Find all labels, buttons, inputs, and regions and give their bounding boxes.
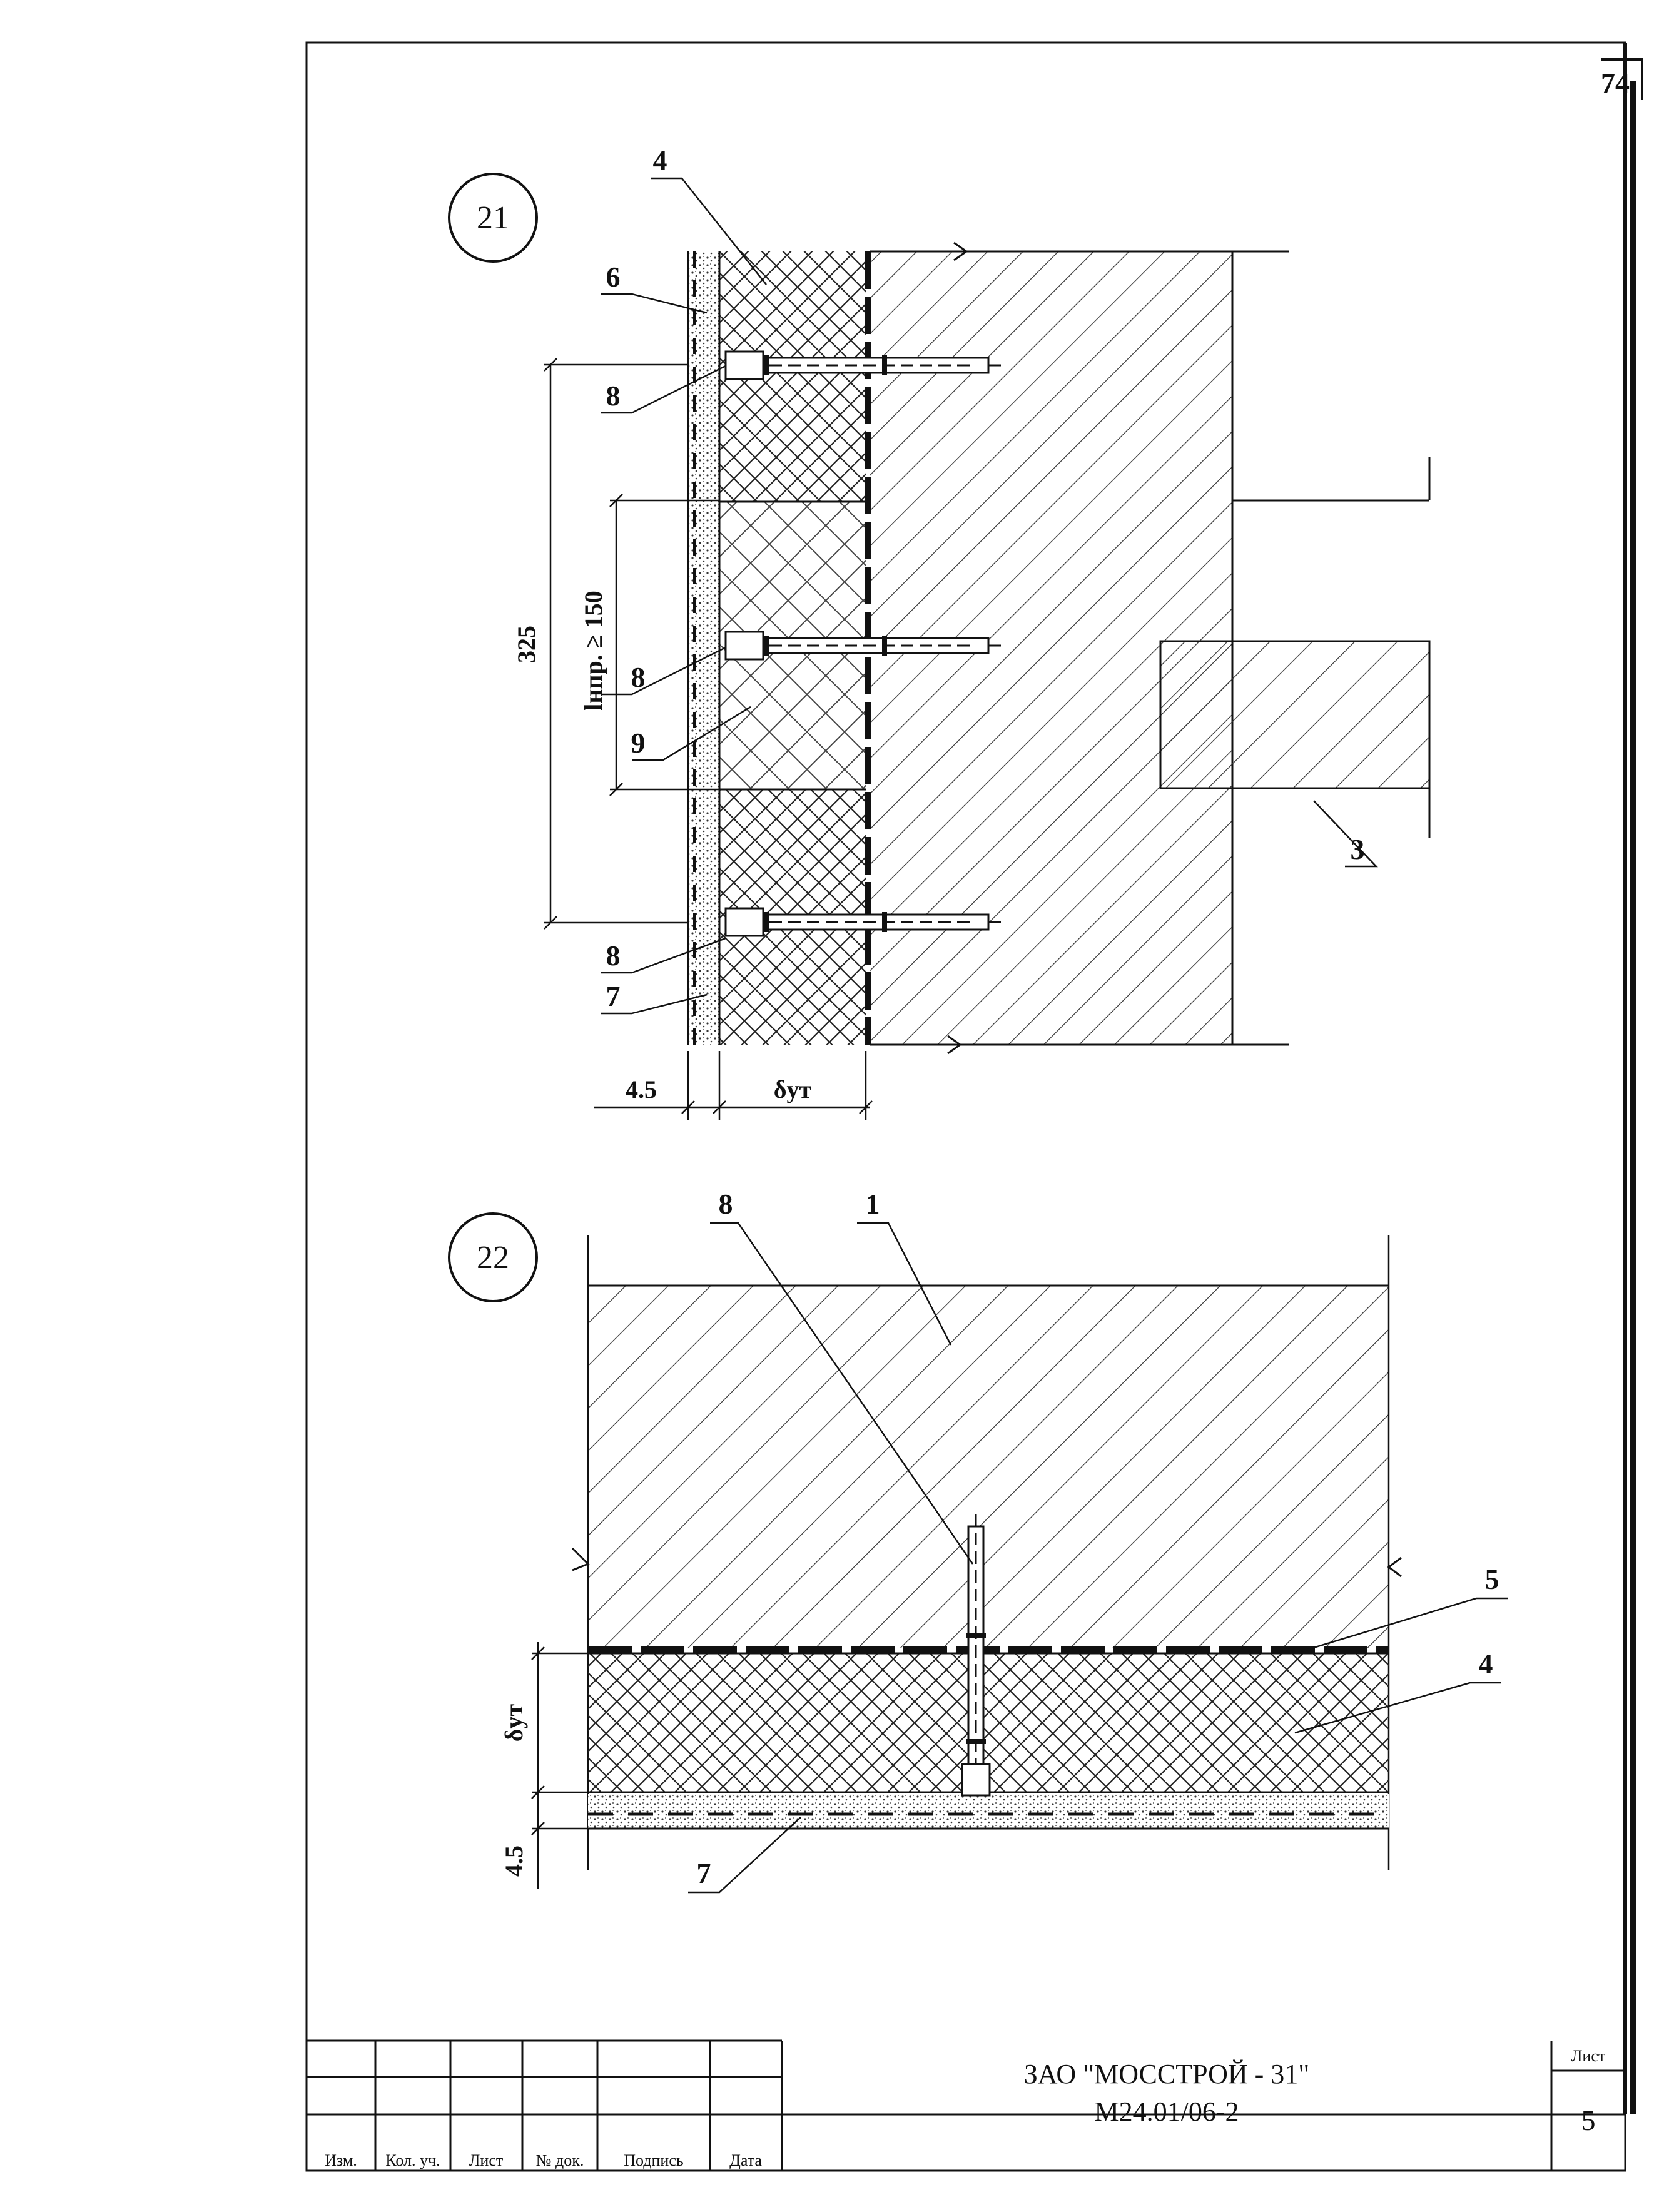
detail-21-marker xyxy=(448,173,538,263)
sheet-label: Лист xyxy=(1571,2047,1605,2065)
label-21-8b: 8 xyxy=(631,661,646,693)
label-21-3: 3 xyxy=(1351,833,1365,865)
col-kol-uch: Кол. уч. xyxy=(385,2151,440,2169)
dim-overlap: lнпр. ≥ 150 xyxy=(579,591,607,710)
detail-22-number: 22 xyxy=(477,1240,509,1276)
label-22-5: 5 xyxy=(1485,1563,1499,1595)
anchor-bottom xyxy=(724,907,1001,937)
label-21-6: 6 xyxy=(606,261,621,293)
leader-lines-22 xyxy=(688,1222,1508,1894)
sheet-frame xyxy=(305,41,1643,2172)
dim-plaster-22: 4.5 xyxy=(500,1845,528,1877)
col-doc-number: № док. xyxy=(536,2151,584,2169)
dim-plaster-21: 4.5 xyxy=(626,1075,657,1103)
plaster-layer-22 xyxy=(588,1794,1389,1830)
anchor-top xyxy=(724,350,1001,380)
col-izm: Изм. xyxy=(325,2151,357,2169)
label-22-8: 8 xyxy=(719,1188,733,1220)
label-21-8a: 8 xyxy=(606,380,621,412)
document-code: М24.01/06-2 xyxy=(1095,2096,1239,2127)
label-21-8c: 8 xyxy=(606,940,621,972)
detail-21-number: 21 xyxy=(477,200,509,236)
col-list: Лист xyxy=(469,2151,503,2169)
anchor-22 xyxy=(961,1514,991,1797)
title-block-columns: Изм. Кол. уч. Лист № док. Подпись Дата xyxy=(325,2151,762,2169)
label-22-1: 1 xyxy=(866,1188,880,1220)
organization-name: ЗАО "МОССТРОЙ - 31" xyxy=(1024,2059,1310,2089)
dim-spacing: 325 xyxy=(512,626,540,663)
page-number: 74 xyxy=(1601,67,1630,99)
label-21-7: 7 xyxy=(606,980,621,1012)
sheet-number: 5 xyxy=(1581,2104,1596,2136)
title-block xyxy=(307,2039,1625,2171)
leader-lines-21 xyxy=(601,177,1378,1015)
col-date: Дата xyxy=(729,2151,762,2169)
detail-22: 22 xyxy=(448,1188,1508,1894)
col-signature: Подпись xyxy=(624,2151,684,2169)
concrete-slab-22 xyxy=(571,1235,1402,1870)
floor-slab xyxy=(1159,457,1431,838)
label-21-4: 4 xyxy=(653,145,667,176)
dimension-lines-21 xyxy=(544,358,873,1120)
plaster-layer xyxy=(687,251,721,1045)
detail-21: 21 xyxy=(448,145,1431,1120)
anchor-middle xyxy=(724,631,1001,661)
dim-insulation-21: δут xyxy=(774,1075,812,1103)
label-21-9: 9 xyxy=(631,727,646,759)
dimension-lines-22 xyxy=(531,1642,588,1889)
dim-insulation-22: δут xyxy=(500,1703,528,1742)
label-22-7: 7 xyxy=(697,1857,711,1889)
detail-22-marker xyxy=(448,1212,538,1302)
label-22-4: 4 xyxy=(1479,1648,1493,1680)
